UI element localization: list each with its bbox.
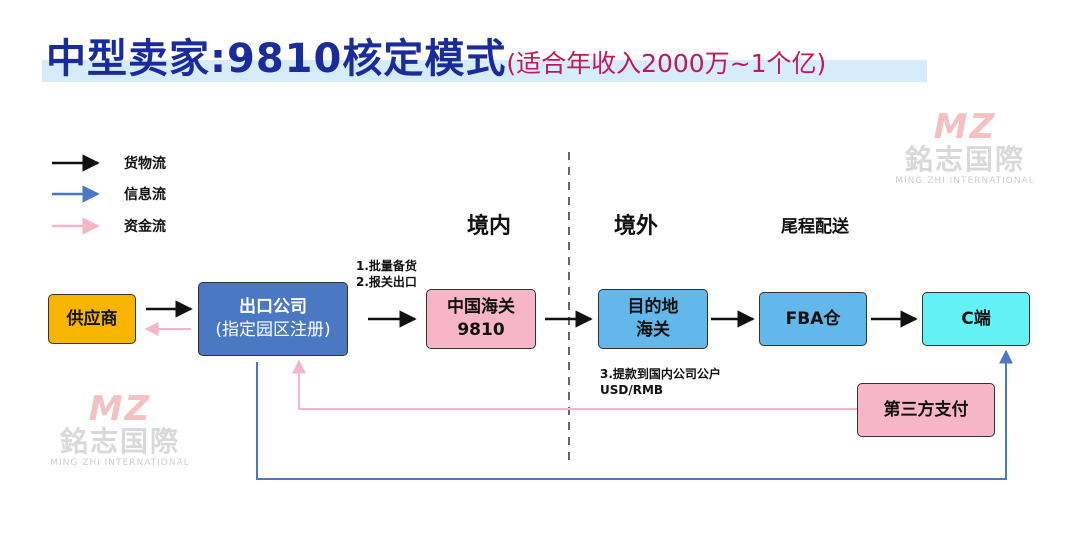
title-highlight-band	[42, 60, 927, 82]
step-batch-stock: 1.批量备货	[356, 259, 417, 273]
box-export-company: 出口公司 (指定园区注册)	[198, 282, 348, 356]
box-supplier: 供应商	[48, 294, 136, 344]
legend-label-info: 信息流	[124, 187, 166, 203]
watermark-en: MING ZHI INTERNATIONAL	[895, 176, 1035, 186]
box-china-customs: 中国海关 9810	[426, 289, 536, 349]
page-title: 中型卖家:9810核定模式(适合年收入2000万~1个亿)	[46, 26, 826, 84]
watermark-cn: 銘志国際	[904, 143, 1025, 176]
box-fba-warehouse: FBA仓	[759, 292, 867, 346]
box-destination-customs-label2: 海关	[636, 320, 670, 340]
box-third-party-payment-label: 第三方支付	[883, 399, 969, 420]
box-c-end-label: C端	[961, 308, 991, 329]
box-destination-customs-label: 目的地	[627, 297, 679, 317]
box-export-company-note: (指定园区注册)	[215, 320, 331, 340]
zone-overseas: 境外	[614, 214, 659, 239]
box-china-customs-code: 9810	[457, 320, 505, 340]
box-export-company-label: 出口公司	[239, 297, 307, 317]
step-withdraw: 3.提款到国内公司公户	[600, 367, 721, 381]
box-china-customs-label: 中国海关	[447, 297, 515, 317]
watermark-en: MING ZHI INTERNATIONAL	[50, 458, 190, 468]
step-customs-declare: 2.报关出口	[356, 275, 417, 289]
box-destination-customs: 目的地 海关	[598, 289, 708, 349]
box-fba-warehouse-label: FBA仓	[785, 308, 841, 329]
legend-label-goods: 货物流	[124, 156, 166, 172]
box-supplier-label: 供应商	[66, 308, 118, 329]
watermark-cn: 銘志国際	[59, 425, 180, 458]
title-main: 中型卖家:9810核定模式	[46, 36, 507, 82]
zone-last-mile: 尾程配送	[781, 217, 849, 237]
box-third-party-payment: 第三方支付	[857, 383, 995, 437]
legend-label-funds: 资金流	[124, 219, 166, 235]
watermark-logo: MZ	[933, 107, 997, 147]
title-subtitle: (适合年收入2000万~1个亿)	[506, 49, 827, 78]
arrow-third-party-to-export-funds	[292, 359, 857, 410]
box-c-end: C端	[922, 292, 1030, 346]
watermark-logo: MZ	[88, 389, 152, 429]
watermark-top-right: MZ 銘志国際 MING ZHI INTERNATIONAL	[890, 110, 1040, 187]
watermark-bottom-left: MZ 銘志国際 MING ZHI INTERNATIONAL	[45, 392, 195, 469]
arrow-export-to-cend-info	[256, 349, 1013, 480]
zone-domestic: 境内	[467, 214, 512, 239]
step-currency: USD/RMB	[600, 383, 664, 397]
